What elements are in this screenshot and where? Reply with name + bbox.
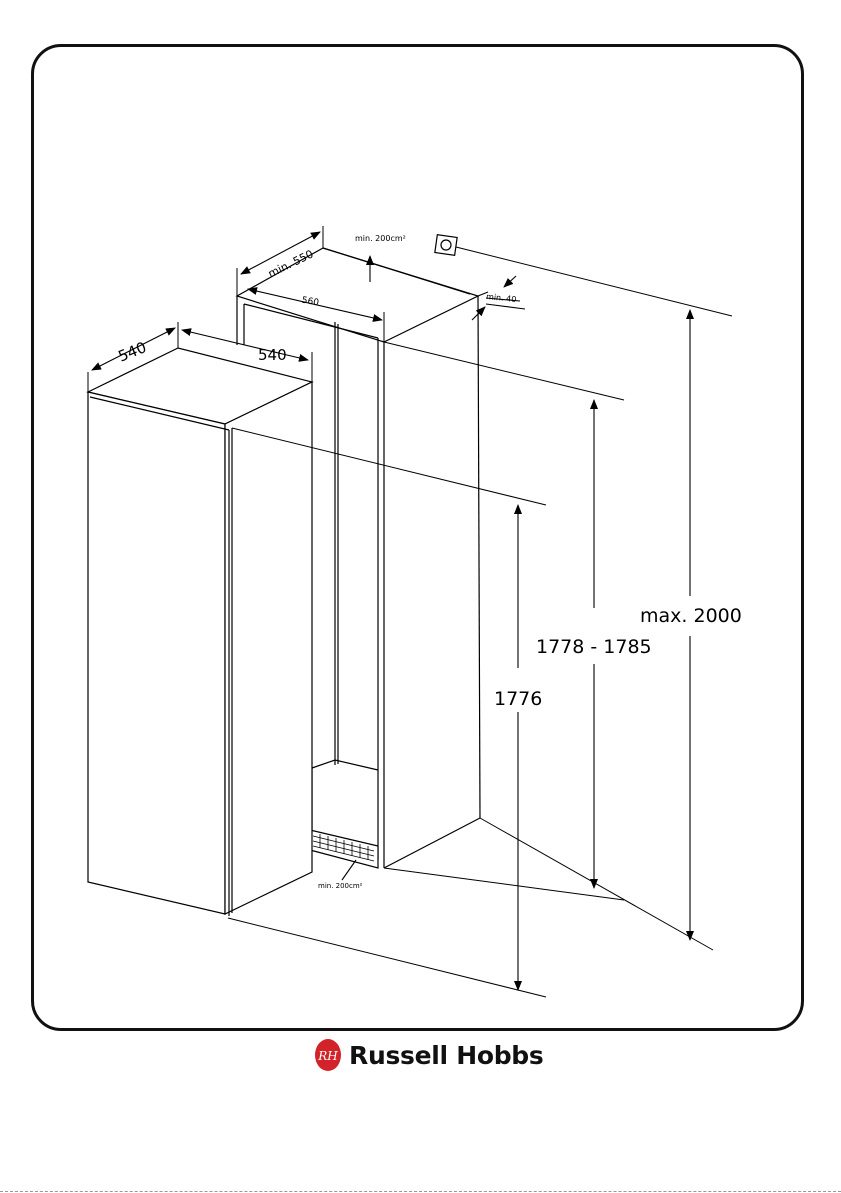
logo-monogram: RH [317, 1049, 338, 1063]
brand-footer: RH Russell Hobbs [314, 1037, 543, 1073]
page-bottom-rule [0, 1191, 841, 1192]
label-niche-height: 1778 - 1785 [536, 636, 652, 658]
label-appliance-height: 1776 [494, 688, 542, 710]
label-appliance-depth: 540 [116, 338, 149, 365]
power-socket-icon [435, 235, 457, 256]
label-top-vent: min. 200cm² [355, 234, 406, 243]
label-bottom-vent: min. 200cm² [318, 882, 363, 890]
appliance [88, 348, 312, 916]
label-max-height: max. 2000 [640, 605, 742, 627]
brand-name: Russell Hobbs [349, 1041, 543, 1070]
label-appliance-width: 540 [258, 346, 287, 364]
label-rear-gap: min. 40 [486, 292, 517, 304]
russell-hobbs-logo-icon: RH [314, 1038, 342, 1072]
